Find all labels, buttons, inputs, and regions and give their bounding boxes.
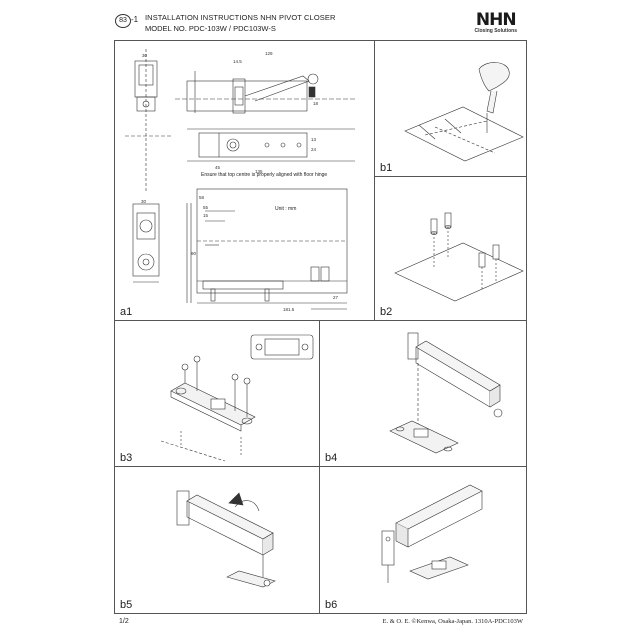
instruction-sheet: 83-1 INSTALLATION INSTRUCTIONS NHN PIVOT… — [108, 0, 531, 640]
dim-18: 18 — [313, 101, 319, 106]
b6-installed-drawing — [381, 484, 483, 583]
panel-b3: b3 — [115, 321, 320, 467]
title-line-2: MODEL NO. PDC-103W / PDC103W-S — [145, 24, 276, 33]
dim-13: 13 — [311, 137, 317, 142]
dim-129: 129 — [265, 51, 273, 56]
panel-b2: b2 — [375, 177, 526, 321]
panel-label-b4: b4 — [325, 452, 338, 464]
panel-b5: b5 — [115, 467, 320, 613]
dim-14: 14.5 — [233, 59, 242, 64]
alignment-note: Ensure that top centre is properly align… — [201, 172, 328, 178]
page-number-circle: 83 — [115, 14, 131, 28]
panel-b1: b1 — [375, 41, 526, 177]
dim-55: 55 — [203, 205, 209, 210]
panel-label-a1: a1 — [120, 306, 133, 318]
panel-b4: b4 — [320, 321, 526, 467]
b5-rotate-drawing — [176, 490, 276, 588]
dim-90: 90 — [191, 251, 197, 256]
dim-181: 181.5 — [283, 307, 295, 312]
panel-label-b1: b1 — [380, 162, 393, 174]
footer-credit: E. & O. E. ©Kenwa, Osaka-Japan. 1310A-PD… — [382, 618, 523, 625]
b4-closer-drawing — [389, 332, 503, 454]
dim-30b: 30 — [141, 199, 147, 204]
panel-b6: b6 — [320, 467, 526, 613]
header: 83-1 INSTALLATION INSTRUCTIONS NHN PIVOT… — [108, 0, 531, 40]
logo-subtitle: Closing Solutions — [474, 28, 518, 34]
unit-label: Unit : mm — [275, 206, 297, 212]
panel-a1: 30 129 14.5 45 135 13 24 18 58 55 15 90 … — [115, 41, 375, 321]
dim-15: 15 — [203, 213, 209, 218]
b3-plate-drawing — [160, 334, 314, 462]
title-line-1: INSTALLATION INSTRUCTIONS NHN PIVOT CLOS… — [145, 13, 336, 22]
logo-mark: NHN — [475, 10, 517, 30]
page-number-suffix: -1 — [131, 15, 139, 24]
page-number: 83-1 — [115, 14, 138, 28]
b1-drill-drawing — [404, 62, 524, 162]
dim-30: 30 — [142, 53, 148, 58]
panel-label-b2: b2 — [380, 306, 393, 318]
footer-page-indicator: 1/2 — [119, 618, 129, 625]
dim-135: 135 — [255, 169, 263, 174]
dim-27: 27 — [333, 295, 339, 300]
panel-label-b6: b6 — [325, 599, 338, 611]
brand-logo: NHN Closing Solutions — [475, 10, 518, 34]
panel-label-b3: b3 — [120, 452, 133, 464]
diagram-frame: 30 129 14.5 45 135 13 24 18 58 55 15 90 … — [114, 40, 527, 614]
dim-58: 58 — [199, 195, 205, 200]
dim-45: 45 — [215, 165, 221, 170]
panel-label-b5: b5 — [120, 599, 133, 611]
a1-technical-drawing: 30 129 14.5 45 135 13 24 18 58 55 15 90 … — [125, 49, 355, 312]
dim-24: 24 — [311, 147, 317, 152]
b2-anchor-drawing — [394, 212, 524, 302]
